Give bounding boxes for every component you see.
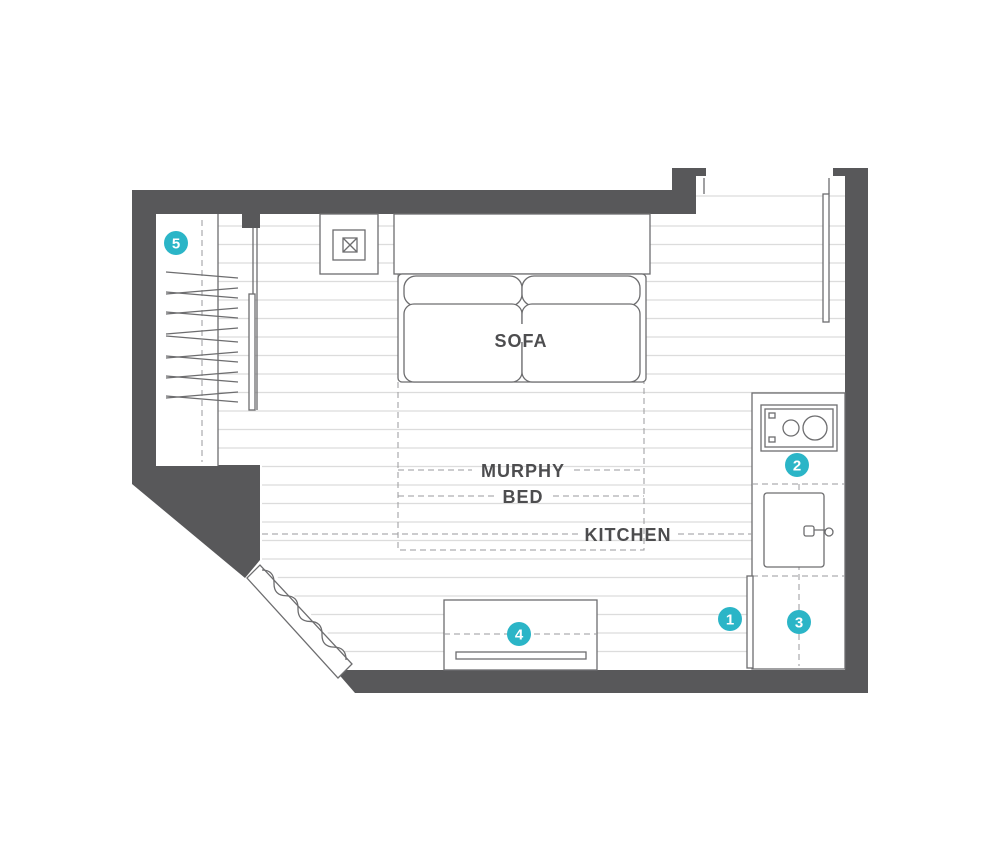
hanger-line xyxy=(165,395,239,403)
sofa-label: SOFA xyxy=(494,331,547,351)
curtain xyxy=(261,569,347,661)
hanger-line xyxy=(165,335,239,343)
wall-left xyxy=(132,190,156,484)
marker-number: 3 xyxy=(795,615,803,632)
sofa-cushion-left xyxy=(403,275,523,307)
marker-2: 2 xyxy=(785,453,809,477)
marker-1: 1 xyxy=(718,607,742,631)
tv xyxy=(455,651,587,660)
hanger-line xyxy=(165,327,239,335)
marker-3: 3 xyxy=(787,610,811,634)
wall-bottom xyxy=(335,670,868,693)
floor-boards xyxy=(218,195,845,653)
marker-number: 2 xyxy=(793,458,801,475)
hanger-line xyxy=(165,291,239,299)
closet xyxy=(156,214,258,466)
marker-badge xyxy=(718,607,742,631)
wall-pillar-top xyxy=(242,214,260,228)
marker-number: 4 xyxy=(515,627,524,644)
marker-number: 5 xyxy=(172,236,180,253)
fixture-box xyxy=(319,213,379,275)
walls xyxy=(132,168,868,693)
dishwasher xyxy=(746,575,754,669)
marker-4: 4 xyxy=(507,622,531,646)
entry-door xyxy=(246,564,353,679)
murphy-bed-label-line1: MURPHY xyxy=(481,461,565,481)
kitchen-label: KITCHEN xyxy=(585,525,672,545)
window-right xyxy=(703,178,830,323)
sofa-cushion-right xyxy=(521,275,641,307)
closet-hangers xyxy=(165,271,239,403)
hanger-line xyxy=(165,271,239,279)
wall-lower-left xyxy=(132,465,260,578)
wall-top xyxy=(132,168,706,214)
marker-badge xyxy=(787,610,811,634)
marker-number: 1 xyxy=(726,612,734,629)
sofa xyxy=(393,213,651,383)
sofa-back xyxy=(393,213,651,275)
hanger-line xyxy=(165,311,239,319)
wall-top-right xyxy=(833,168,868,193)
hanger-line xyxy=(165,375,239,383)
hanger-line xyxy=(165,355,239,363)
label-leaders xyxy=(262,469,752,535)
marker-5: 5 xyxy=(164,231,188,255)
marker-badge xyxy=(164,231,188,255)
marker-badge xyxy=(507,622,531,646)
marker-badge xyxy=(785,453,809,477)
murphy-bed-label-line2: BED xyxy=(502,487,543,507)
wall-right xyxy=(845,193,868,693)
